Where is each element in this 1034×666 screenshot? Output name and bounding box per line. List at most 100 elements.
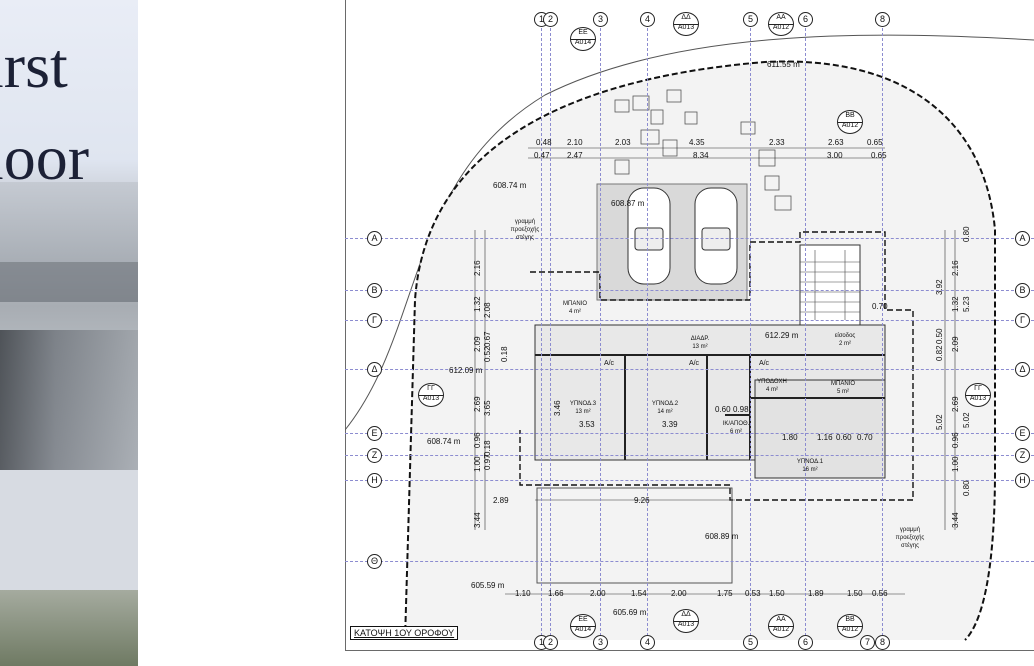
dimension-left: 0.18 [483,440,492,456]
gridline-E [345,433,1034,434]
grid-bubble-right: H [1015,473,1030,488]
dimension-top: 0.65 [871,151,887,160]
plan-linework [345,34,1034,641]
dimension-top: 3.00 [827,151,843,160]
gridline-8 [882,18,883,646]
dimension-mid: 2.89 [493,496,509,505]
dimension-right: 0.80 [962,226,971,242]
grid-bubble-left: Θ [367,554,382,569]
dimension-top: 0.65 [867,138,883,147]
gridline-2 [550,18,551,646]
gridline-TH [345,561,1034,562]
dimension-right: 0.82 [935,345,944,361]
grid-bubble-right: Δ [1015,362,1030,377]
grid-bubble-right: Γ [1015,313,1030,328]
grid-bubble-left: Δ [367,362,382,377]
grid-bubble-top: 6 [798,12,813,27]
dimension-left: 0.52 [483,346,492,362]
dimension-left: 3.46 [553,400,562,416]
dimension-mid: 3.39 [662,420,678,429]
grid-bubble-left: E [367,426,382,441]
grid-bubble-left: B [367,283,382,298]
grid-bubble-top: 3 [593,12,608,27]
dimension-mid: 1.16 [817,433,833,442]
floor-plan-drawing: 1 2 3 4 5 6 8 1 2 3 4 5 6 7 8 A B Γ Δ E … [345,0,1034,666]
dimension-mid: 9.26 [634,496,650,505]
grid-bubble-bottom: 4 [640,635,655,650]
grid-bubble-bottom: 5 [743,635,758,650]
dimension-right: 1.32 [951,296,960,312]
dimension-mid: 0.70 [857,433,873,442]
dimension-mid: 0.60 [715,405,731,414]
dimension-top: 2.10 [567,138,583,147]
dimension-right: 1.00 [951,456,960,472]
grid-bubble-right: Z [1015,448,1030,463]
dimension-right: 5.02 [935,414,944,430]
dimension-top: 2.47 [567,151,583,160]
grid-bubble-left: Γ [367,313,382,328]
dimension-right: 5.02 [962,412,971,428]
grid-bubble-bottom: 7 [860,635,875,650]
plan-frame [345,0,1034,651]
gridline-6 [805,18,806,646]
dimension-left: 2.69 [473,396,482,412]
grid-bubble-right: B [1015,283,1030,298]
grid-bubble-bottom: 8 [875,635,890,650]
dimension-left: 3.44 [473,512,482,528]
dimension-mid: 0.98 [733,405,749,414]
dimension-left: 0.67 [483,331,492,347]
grid-bubble-bottom: 2 [543,635,558,650]
grid-bubble-top: 4 [640,12,655,27]
note-roof-line: γραμμή προεξοχής στέγης [895,527,925,549]
gridline-D [345,369,1034,370]
dimension-right: 3.92 [935,279,944,295]
plan-title: ΚΑΤΟΨΗ 1ΟΥ ΟΡΟΦΟΥ [350,626,459,640]
dimension-right: 0.50 [935,328,944,344]
cover-photo-panel: irst loor [0,0,138,666]
ac-label: A/c [688,360,700,367]
elevation-mark: 612.09 m [449,366,483,375]
gridline-B [345,290,1034,291]
dimension-top: 4.35 [689,138,705,147]
dimension-right: 0.80 [962,480,971,496]
dimension-right: 2.09 [951,336,960,352]
gridline-4 [647,18,648,646]
grid-bubble-left: H [367,473,382,488]
dimension-left: 2.08 [483,302,492,318]
dimension-right: 3.44 [951,512,960,528]
dimension-top: 2.33 [769,138,785,147]
grid-bubble-bottom: 6 [798,635,813,650]
dimension-bottom: 1.50 [769,589,785,598]
dimension-left: 0.97 [483,454,492,470]
page-heading-line2: loor [0,122,90,193]
dimension-top: 2.03 [615,138,631,147]
dimension-right: 2.16 [951,260,960,276]
house-photo-window-band [0,262,138,302]
elevation-mark: 612.29 m [765,331,799,340]
elevation-mark: 608.89 m [705,532,739,541]
dimension-bottom: 0.53 [745,589,761,598]
elevation-mark: 608.74 m [493,181,527,190]
grid-bubble-right: A [1015,231,1030,246]
dimension-bottom: 1.75 [717,589,733,598]
elevation-mark: 605.59 m [471,581,505,590]
ac-label: A/c [758,360,770,367]
grid-bubble-left: A [367,231,382,246]
dimension-bottom: 1.89 [808,589,824,598]
house-photo-greenery [0,590,138,666]
